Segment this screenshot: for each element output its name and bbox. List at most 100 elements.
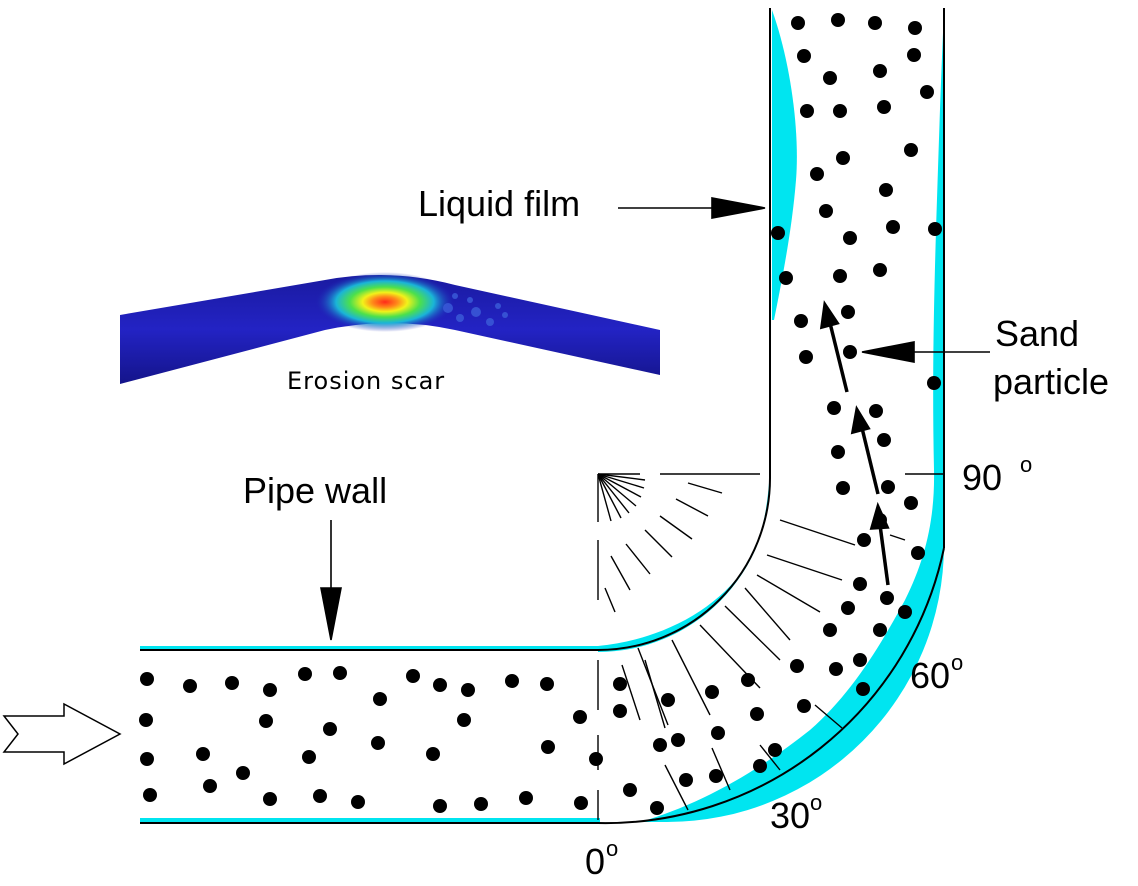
sand-particle — [540, 677, 554, 691]
sand-particle — [371, 736, 385, 750]
sand-particle — [843, 231, 857, 245]
sand-particle — [779, 271, 793, 285]
fan-line — [597, 473, 612, 522]
sand-particle — [373, 692, 387, 706]
trajectory-arrows — [819, 300, 890, 586]
sand-particle — [333, 666, 347, 680]
sand-particle — [140, 672, 154, 686]
sand-particle — [843, 345, 857, 359]
liquid-film-label: Liquid film — [418, 183, 580, 224]
sand-particle — [880, 591, 894, 605]
fan-line — [597, 473, 637, 507]
pipe-wall-arrowhead — [320, 587, 342, 641]
radial-guide — [644, 529, 673, 558]
sand-particle — [791, 16, 805, 30]
radial-guide — [724, 605, 781, 661]
sand-particle — [139, 713, 153, 727]
fan-line — [597, 473, 622, 519]
radial-guide — [664, 764, 689, 811]
angle-label-60: 60 — [910, 655, 950, 696]
sand-particle — [323, 722, 337, 736]
liquid-film-outer-bend — [640, 470, 944, 822]
trajectory-arrow-2 — [860, 427, 880, 495]
fan-line — [597, 473, 646, 481]
radial-guide — [814, 704, 843, 729]
sand-particle — [623, 783, 637, 797]
trajectory-arrowhead-2 — [850, 405, 871, 435]
sand-particle — [351, 795, 365, 809]
sand-particle — [800, 104, 814, 118]
sand-particle — [877, 100, 891, 114]
radial-guide — [610, 555, 631, 591]
fan-line — [597, 473, 642, 498]
sand-particle — [873, 64, 887, 78]
sand-particle — [853, 653, 867, 667]
sand-particle — [881, 480, 895, 494]
trajectory-arrow-3 — [828, 322, 849, 393]
sand-particle — [908, 21, 922, 35]
sand-particle — [819, 204, 833, 218]
sand-particle — [911, 546, 925, 560]
sand-particle — [823, 71, 837, 85]
sand-particle — [679, 773, 693, 787]
sand-particle — [298, 667, 312, 681]
angle-degree-90: o — [1020, 452, 1032, 477]
sand-particle — [841, 305, 855, 319]
erosion-scar-hotspot — [315, 272, 455, 332]
sand-particle — [853, 577, 867, 591]
sand-particle — [741, 673, 755, 687]
sand-particle — [829, 662, 843, 676]
sand-particle — [898, 605, 912, 619]
radial-guide — [671, 639, 711, 716]
sand-particle — [519, 791, 533, 805]
sand-particle — [711, 726, 725, 740]
liquid-film-top — [140, 646, 600, 650]
radial-guide — [744, 587, 791, 641]
sand-particle — [868, 16, 882, 30]
sand-label-line2: particle — [993, 361, 1109, 402]
radial-guide — [711, 747, 731, 791]
sand-particle — [143, 788, 157, 802]
angle-degree-30: o — [810, 790, 822, 815]
sand-particle — [653, 738, 667, 752]
sand-particle — [709, 769, 723, 783]
angle-degree-60: o — [951, 650, 963, 675]
sand-particle — [433, 678, 447, 692]
angle-label-30: 30 — [770, 795, 810, 836]
sand-particle — [196, 747, 210, 761]
sand-particle — [140, 752, 154, 766]
sand-particle — [753, 759, 767, 773]
sand-particle — [904, 496, 918, 510]
sand-particle — [928, 222, 942, 236]
radial-guide — [759, 744, 781, 771]
angle-guide-lines — [597, 473, 944, 820]
sand-particle — [263, 792, 277, 806]
radial-guide — [779, 519, 856, 546]
sand-particle — [833, 104, 847, 118]
sand-particle — [236, 766, 250, 780]
radial-guide — [621, 664, 641, 721]
sand-particle — [823, 623, 837, 637]
sand-particle — [841, 601, 855, 615]
sand-particle — [671, 733, 685, 747]
sand-particle-arrowhead — [861, 341, 915, 363]
sand-particle — [225, 676, 239, 690]
radial-guide — [644, 659, 666, 729]
trajectory-arrowhead-3 — [819, 300, 840, 330]
angle-degree-0: o — [606, 836, 618, 861]
radial-guide — [889, 534, 906, 541]
angle-label-90: 90 — [962, 457, 1002, 498]
sand-particle — [907, 48, 921, 62]
sand-particle — [461, 683, 475, 697]
radial-guide — [604, 587, 616, 613]
inlet-arrow-icon — [2, 702, 122, 766]
sand-particle — [920, 85, 934, 99]
liquid-film-bottom — [140, 818, 600, 822]
sand-particle — [573, 710, 587, 724]
sand-particle — [183, 679, 197, 693]
sand-particle — [433, 799, 447, 813]
sand-particle — [541, 740, 555, 754]
sand-particle — [877, 433, 891, 447]
sand-particles — [139, 13, 942, 815]
